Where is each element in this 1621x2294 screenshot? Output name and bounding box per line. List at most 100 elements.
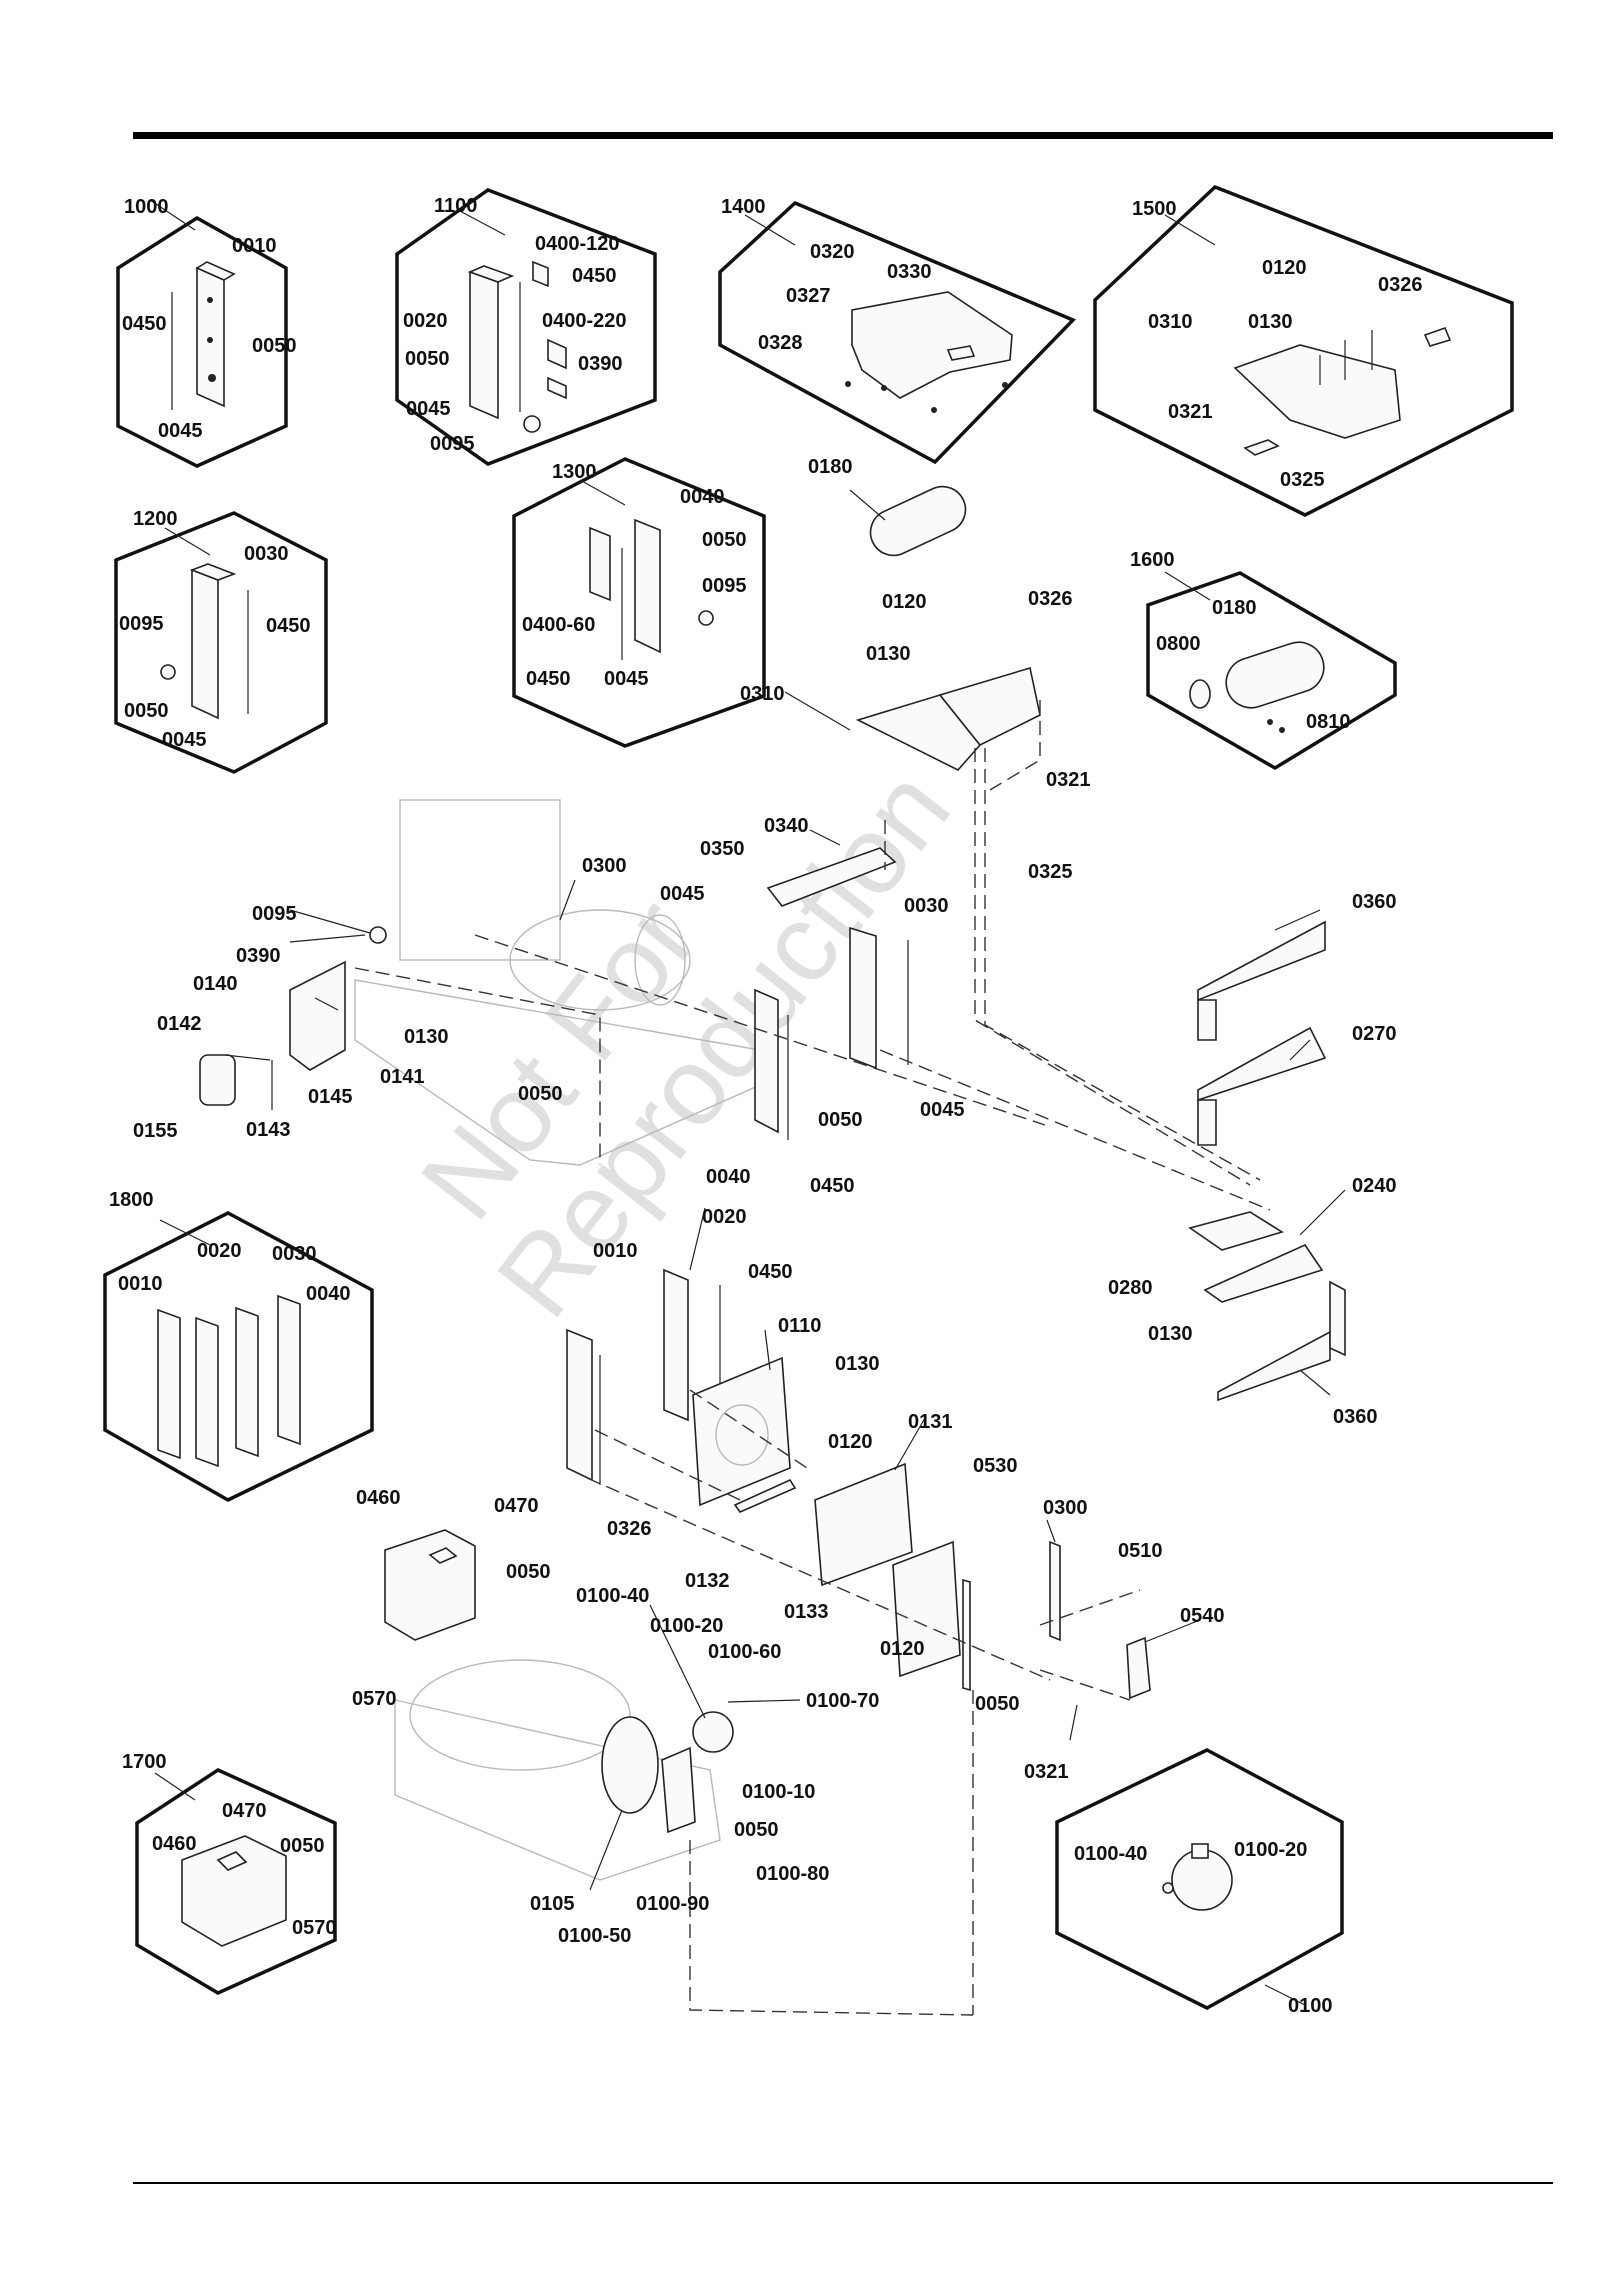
callout-0050: 0050: [818, 1109, 863, 1131]
part-0100-regulator: [1171, 1849, 1233, 1911]
callout-0470: 0470: [222, 1800, 267, 1822]
callout-0400-220: 0400-220: [542, 310, 627, 332]
callout-0095: 0095: [119, 613, 164, 635]
callout-0155: 0155: [133, 1120, 178, 1142]
callout-0040: 0040: [680, 486, 725, 508]
inset-1300: [512, 457, 766, 748]
leader: [1046, 1519, 1056, 1543]
callout-0310: 0310: [740, 683, 785, 705]
callout-0100-20: 0100-20: [1234, 1839, 1307, 1861]
part-0270-roof: [1197, 1026, 1327, 1102]
watermark: Not For Reproduction: [397, 748, 973, 1339]
callout-0325: 0325: [1280, 469, 1325, 491]
hex-frame-0100: [1055, 1748, 1344, 2010]
part-0360-side-lower: [1217, 1330, 1331, 1402]
hex-frame-1100: [395, 188, 657, 466]
hex-frame-1000: [116, 215, 288, 468]
callout-1600: 1600: [1130, 549, 1175, 571]
callout-0100-10: 0100-10: [742, 1781, 815, 1803]
callout-labels: 1000 0010 0450 0050 0045 1100 0400-120 0…: [109, 195, 1423, 2017]
inset-0100: [1055, 1748, 1344, 2010]
part-0360-side: [1197, 999, 1217, 1041]
assembly-line: [1039, 1589, 1141, 1626]
leader: [1274, 909, 1321, 931]
callout-0010: 0010: [593, 1240, 638, 1262]
callout-0100-20: 0100-20: [650, 1615, 723, 1637]
callout-0390: 0390: [578, 353, 623, 375]
part-0040-panel: [277, 1294, 301, 1446]
part-0470-plate: [216, 1851, 248, 1871]
callout-0030: 0030: [272, 1243, 317, 1265]
part-0300-bracket: [1049, 1540, 1061, 1642]
callout-0328: 0328: [758, 332, 803, 354]
hex-frame-1200: [114, 511, 328, 774]
callout-0132: 0132: [685, 1570, 730, 1592]
leader: [589, 1809, 623, 1891]
callout-0045: 0045: [162, 729, 207, 751]
hole: [207, 337, 213, 343]
callout-0570: 0570: [292, 1917, 337, 1939]
callout-0050: 0050: [518, 1083, 563, 1105]
callout-1100: 1100: [434, 195, 477, 217]
hex-frame-1400: [718, 200, 1077, 465]
callout-0360: 0360: [1333, 1406, 1378, 1428]
callout-0050: 0050: [734, 1819, 779, 1841]
part-0400-220: [547, 338, 567, 370]
callout-0280: 0280: [1108, 1277, 1153, 1299]
callout-0450: 0450: [266, 615, 311, 637]
part-0131-plate: [814, 1462, 913, 1587]
hex-frame-1800: [103, 1211, 374, 1502]
callout-0141: 0141: [380, 1066, 425, 1088]
callout-0570: 0570: [352, 1688, 397, 1710]
assembly-line: [354, 967, 601, 1165]
part-0095-grommet: [698, 610, 714, 626]
leader: [784, 691, 851, 731]
callout-0180: 0180: [1212, 597, 1257, 619]
hex-frame-1700: [135, 1768, 337, 1995]
inset-1100: [395, 188, 657, 466]
callout-0330: 0330: [887, 261, 932, 283]
callout-0450: 0450: [526, 668, 571, 690]
footer-rule: [133, 2182, 1553, 2184]
inset-1800: [103, 1211, 374, 1502]
callout-0050: 0050: [280, 1835, 325, 1857]
callout-0095: 0095: [702, 575, 747, 597]
screw: [1002, 382, 1008, 388]
callout-0326: 0326: [607, 1518, 652, 1540]
callout-0240: 0240: [1352, 1175, 1397, 1197]
callout-0321: 0321: [1168, 401, 1213, 423]
callout-0130: 0130: [1248, 311, 1293, 333]
inset-1500: [1093, 184, 1514, 517]
part-0180-muffler: [1225, 641, 1325, 709]
part-0020-panel: [663, 1268, 689, 1422]
leader: [149, 199, 196, 231]
part-0320-cover: [851, 291, 1013, 399]
leader: [314, 997, 339, 1011]
leader: [689, 1207, 706, 1271]
leader: [1164, 571, 1211, 601]
callout-0100-70: 0100-70: [806, 1690, 879, 1712]
screw: [931, 407, 937, 413]
leader: [1264, 1984, 1306, 2006]
part-0330-plate: [946, 345, 976, 361]
assembly-line: [474, 934, 1046, 1126]
callout-0030: 0030: [904, 895, 949, 917]
part-0530-panel: [892, 1540, 961, 1678]
callout-0100-60: 0100-60: [708, 1641, 781, 1663]
leader: [1299, 1369, 1331, 1396]
callout-0040: 0040: [306, 1283, 351, 1305]
callout-0010: 0010: [118, 1273, 163, 1295]
part-0180-muffler: [869, 485, 967, 557]
leader: [159, 1219, 211, 1246]
callout-0130: 0130: [835, 1353, 880, 1375]
callout-0120: 0120: [880, 1638, 925, 1660]
part-0100-80-bracket: [661, 1746, 696, 1834]
part-0120-bracket: [962, 1578, 971, 1692]
callout-0510: 0510: [1118, 1540, 1163, 1562]
header-rule: [133, 132, 1553, 139]
callout-0326: 0326: [1378, 274, 1423, 296]
callout-0540: 0540: [1180, 1605, 1225, 1627]
callout-0180: 0180: [808, 456, 853, 478]
inset-1400: [718, 200, 1077, 465]
